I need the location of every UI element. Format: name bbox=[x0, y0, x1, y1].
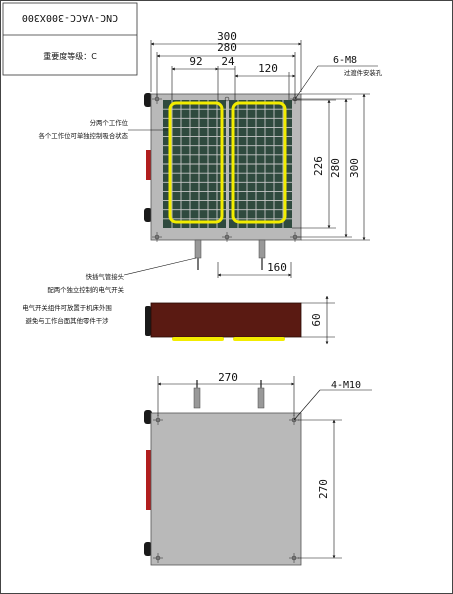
dim-120-label: 120 bbox=[258, 62, 278, 75]
work-zone-right bbox=[229, 100, 292, 228]
bottom-holes bbox=[153, 415, 299, 563]
side-view-seal-left bbox=[172, 337, 224, 341]
clamp-knob-bottom bbox=[144, 208, 152, 222]
callout-connector-line1: 快插气管接头 bbox=[86, 272, 125, 281]
callout-leader-connector bbox=[123, 257, 197, 276]
bottom-plate bbox=[150, 412, 302, 566]
callout-leader-m8 bbox=[294, 65, 319, 100]
dim-92-label: 92 bbox=[189, 55, 202, 68]
callout-switch-line2: 避免与工作台面其他零件干涉 bbox=[25, 316, 109, 325]
work-zone-left bbox=[163, 100, 226, 228]
callout-4-m10: 4-M10 bbox=[331, 380, 361, 391]
dim-270-x-label: 270 bbox=[218, 371, 238, 384]
dim-60-label: 60 bbox=[310, 313, 323, 326]
dim-280-height-label: 280 bbox=[329, 158, 342, 178]
bottom-knob-top bbox=[144, 410, 152, 424]
callout-leader-m10 bbox=[293, 389, 321, 421]
callout-switch-line1: 电气开关组件可放置于机床外围 bbox=[22, 303, 111, 312]
side-view: 60 bbox=[145, 295, 335, 345]
dim-24-label: 24 bbox=[221, 55, 235, 68]
bottom-knob-bottom bbox=[144, 542, 152, 556]
top-view: 300 280 92 24 120 226 280 300 160 6-M8 过… bbox=[22, 30, 383, 325]
dim-226-label: 226 bbox=[312, 156, 325, 176]
dim-280-width-label: 280 bbox=[217, 41, 237, 54]
callout-connector-line2: 配两个独立控制的电气开关 bbox=[47, 285, 124, 294]
side-view-knob bbox=[145, 306, 151, 336]
title-block-frame bbox=[2, 2, 138, 76]
dim-160-label: 160 bbox=[267, 261, 287, 274]
side-switch bbox=[146, 150, 151, 180]
side-view-body bbox=[150, 302, 302, 338]
clamp-knob-top bbox=[144, 93, 152, 107]
bottom-connector-right bbox=[257, 387, 265, 409]
dim-300-height-label: 300 bbox=[348, 158, 361, 178]
model-number: CNC-VACC-300X300 bbox=[22, 12, 118, 23]
dim-300-width-label: 300 bbox=[217, 30, 237, 43]
importance-grade: 重要度等级：C bbox=[43, 51, 97, 61]
grid-lines-left bbox=[163, 100, 226, 228]
callout-zones-line2: 各个工作位可单独控制吸合状态 bbox=[39, 131, 129, 140]
seal-ring-left bbox=[168, 101, 224, 224]
air-connectors bbox=[194, 239, 266, 270]
bottom-view: 270 270 4-M10 bbox=[144, 371, 372, 566]
callout-zones-line1: 分两个工作位 bbox=[90, 118, 129, 127]
callout-mount-note: 过渡件安装孔 bbox=[344, 68, 383, 77]
seal-ring-right bbox=[231, 101, 287, 224]
callout-6-m8: 6-M8 bbox=[333, 55, 357, 66]
dim-270-y-label: 270 bbox=[317, 479, 330, 499]
grid-lines-right bbox=[229, 100, 292, 228]
side-view-seal-right bbox=[233, 337, 285, 341]
bottom-side-switch bbox=[146, 450, 151, 510]
bottom-connector-left bbox=[193, 387, 201, 409]
title-block: CNC-VACC-300X300 重要度等级：C bbox=[2, 2, 138, 76]
